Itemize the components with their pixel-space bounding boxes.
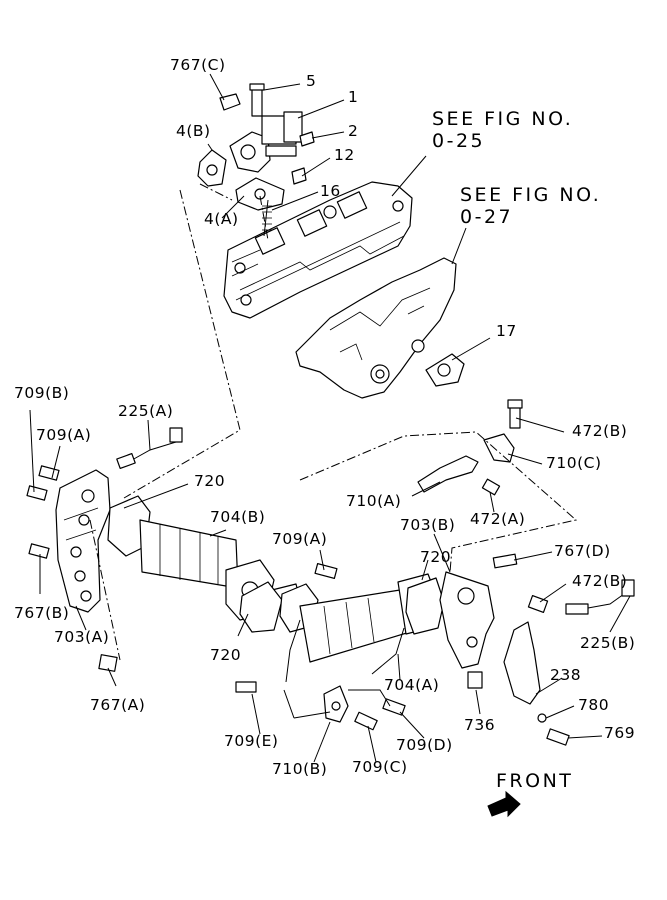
label-709d: 709(D) (396, 736, 453, 754)
label-710c: 710(C) (546, 454, 602, 472)
bracket-710b (323, 685, 349, 723)
egr-valve (219, 83, 315, 185)
label-225b: 225(B) (580, 634, 636, 652)
stud-16 (262, 199, 272, 237)
label-709b: 709(B) (14, 384, 70, 402)
front-arrow-icon (487, 790, 521, 818)
label-767d: 767(D) (554, 542, 611, 560)
bolt-472a (481, 478, 501, 496)
label-709a-left: 709(A) (36, 426, 92, 444)
label-720-mid: 720 (210, 646, 242, 664)
label-720-top: 720 (194, 472, 226, 490)
bolt-709b-left (26, 465, 118, 672)
label-767c: 767(C) (170, 56, 226, 74)
label-704a: 704(A) (384, 676, 440, 694)
gasket-720-right (405, 577, 445, 635)
intake-manifold (223, 181, 413, 319)
label-1: 1 (348, 88, 359, 106)
label-767a: 767(A) (90, 696, 146, 714)
washer-780 (537, 713, 547, 723)
sensor-225b (565, 579, 635, 615)
label-703b: 703(B) (400, 516, 456, 534)
leader-lines (29, 73, 631, 763)
label-12: 12 (334, 146, 355, 164)
label-472a: 472(A) (470, 510, 526, 528)
label-2: 2 (348, 122, 359, 140)
gasket-17 (425, 353, 465, 387)
bracket-238 (503, 621, 541, 705)
label-709e: 709(E) (224, 732, 279, 750)
label-4b: 4(B) (176, 122, 211, 140)
bracket-710a (417, 455, 479, 493)
label-780: 780 (578, 696, 610, 714)
label-709a-mid: 709(A) (272, 530, 328, 548)
label-472b-top: 472(B) (572, 422, 628, 440)
bracket-703a (55, 469, 111, 613)
gasket-4a (235, 177, 285, 211)
label-4a: 4(A) (204, 210, 239, 228)
label-710b: 710(B) (272, 760, 328, 778)
see-fig-027-line2: 0-27 (460, 206, 514, 228)
label-5: 5 (306, 72, 317, 90)
bolt-769 (546, 728, 570, 746)
label-703a: 703(A) (54, 628, 110, 646)
label-225a: 225(A) (118, 402, 174, 420)
label-769: 769 (604, 724, 636, 742)
gasket-4b (197, 149, 227, 187)
bracket-710c (483, 399, 523, 463)
label-472b-mid: 472(B) (572, 572, 628, 590)
assembly-centerlines (89, 183, 578, 661)
exhaust-manifold (295, 257, 457, 399)
label-17: 17 (496, 322, 517, 340)
see-fig-027-line1: SEE FIG NO. (460, 184, 602, 206)
bolt-736 (467, 671, 483, 689)
gasket-720-mid (239, 581, 283, 633)
label-767b: 767(B) (14, 604, 70, 622)
label-709c: 709(C) (352, 758, 408, 776)
see-fig-025-line1: SEE FIG NO. (432, 108, 574, 130)
label-710a: 710(A) (346, 492, 402, 510)
label-736: 736 (464, 716, 496, 734)
see-fig-025-line2: 0-25 (432, 130, 486, 152)
label-720-low: 720 (420, 548, 452, 566)
label-238: 238 (550, 666, 582, 684)
front-label: FRONT (496, 770, 574, 792)
label-16: 16 (320, 182, 341, 200)
label-704b: 704(B) (210, 508, 266, 526)
